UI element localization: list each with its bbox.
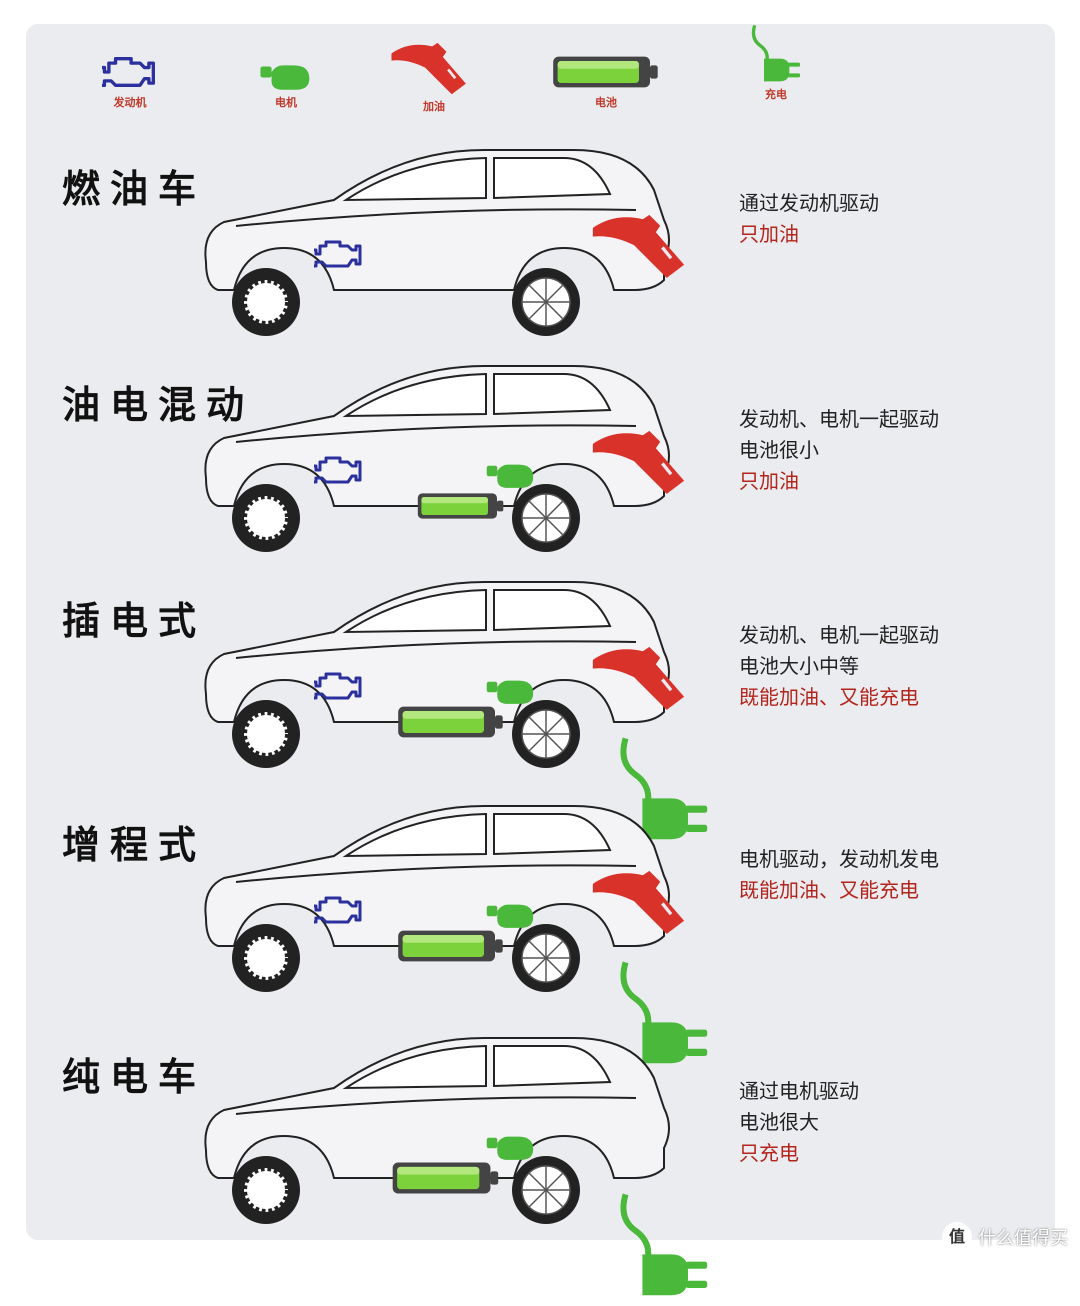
car-illustration [204,805,708,1064]
fuel-nozzle-icon [592,430,685,494]
vehicle-row: 纯电车 通过电机驱动电池很大只充电 [26,1037,1055,1296]
charging-plug-icon [620,961,708,1064]
legend-label: 电机 [275,96,297,109]
legend-label: 加油 [423,100,445,113]
engine-icon [102,57,155,87]
legend-item: 电池 [546,52,666,142]
vehicle-description: 电机驱动，发动机发电既能加油、又能充电 [739,844,939,906]
vehicle-description: 发动机、电机一起驱动电池很小只加油 [739,404,939,497]
car-illustration [204,581,708,840]
vehicle-type-title: 纯电车 [62,1054,207,1099]
car-sideline [235,864,637,883]
car-illustration [204,365,685,552]
diagram-panel: 发动机 电机 加油 电池 充电 燃油车 通过发动机驱动只加油油电混动 [26,24,1055,1296]
battery-icon [553,56,658,88]
car-illustration [204,1037,708,1296]
charging-plug-icon [751,24,800,82]
charging-plug-icon [620,737,708,840]
refuel-method-note: 只加油 [739,222,799,246]
description-line: 通过发动机驱动 [739,191,879,215]
description-line: 电池很大 [739,1110,819,1134]
legend-label: 电池 [595,96,617,109]
car-sideline [235,424,637,443]
description-line: 通过电机驱动 [739,1079,859,1103]
legend-item: 充电 [716,24,836,114]
engine-icon [314,240,362,268]
description-line: 电机驱动，发动机发电 [739,847,939,871]
fuel-nozzle-icon [391,42,466,95]
refuel-method-note: 既能加油、又能充电 [739,878,919,902]
vehicle-type-title: 插电式 [62,598,207,643]
charging-plug-icon [620,1193,708,1296]
vehicle-row: 油电混动 发动机、电机一起驱动电池很小只加油 [26,365,1055,594]
car-illustration [204,149,685,336]
engine-icon [314,456,362,484]
refuel-method-note: 只加油 [739,469,799,493]
vehicle-type-title: 增程式 [62,822,207,867]
fuel-nozzle-icon [592,214,685,278]
battery-icon [417,493,504,519]
engine-icon [314,672,362,700]
legend-item: 发动机 [70,52,190,142]
watermark-logo-icon: 值 [942,1222,972,1252]
car-window [342,156,612,202]
battery-icon [398,706,503,738]
refuel-method-note: 只充电 [739,1141,799,1165]
motor-icon [260,65,310,90]
description-line: 电池大小中等 [739,654,859,678]
car-sideline [235,640,637,659]
car-sideline [235,208,637,227]
vehicle-row: 插电式 发动机、电机一起驱动电池大小中等既能加油、又能充电 [26,581,1055,840]
vehicle-description: 通过电机驱动电池很大只充电 [739,1076,859,1169]
legend-label: 发动机 [113,96,147,109]
vehicle-type-title: 油电混动 [62,382,255,427]
watermark-text: 什么值得买 [978,1228,1068,1249]
motor-icon [486,464,534,488]
description-line: 电池很小 [739,438,819,462]
description-line: 发动机、电机一起驱动 [739,407,939,431]
motor-icon [486,1136,534,1160]
legend-item: 加油 [374,34,494,124]
legend-item: 电机 [226,52,346,142]
car-window [342,812,612,858]
fuel-nozzle-icon [592,870,685,934]
vehicle-type-title: 燃油车 [62,166,207,211]
watermark: 值 什么值得买 [942,1220,1068,1254]
battery-icon [398,930,503,962]
engine-icon [314,896,362,924]
vehicle-row: 增程式 电机驱动，发动机发电既能加油、又能充电 [26,805,1055,1064]
fuel-nozzle-icon [592,646,685,710]
battery-icon [392,1162,499,1194]
motor-icon [486,680,534,704]
car-sideline [235,1096,637,1115]
car-window [342,588,612,634]
car-window [342,1044,612,1090]
vehicle-description: 通过发动机驱动只加油 [739,188,879,250]
refuel-method-note: 既能加油、又能充电 [739,685,919,709]
description-line: 发动机、电机一起驱动 [739,623,939,647]
legend-label: 充电 [765,88,787,101]
car-window [342,372,612,418]
legend: 发动机 电机 加油 电池 充电 [26,24,1055,144]
vehicle-description: 发动机、电机一起驱动电池大小中等既能加油、又能充电 [739,620,939,713]
motor-icon [486,904,534,928]
vehicle-row: 燃油车 通过发动机驱动只加油 [26,149,1055,378]
